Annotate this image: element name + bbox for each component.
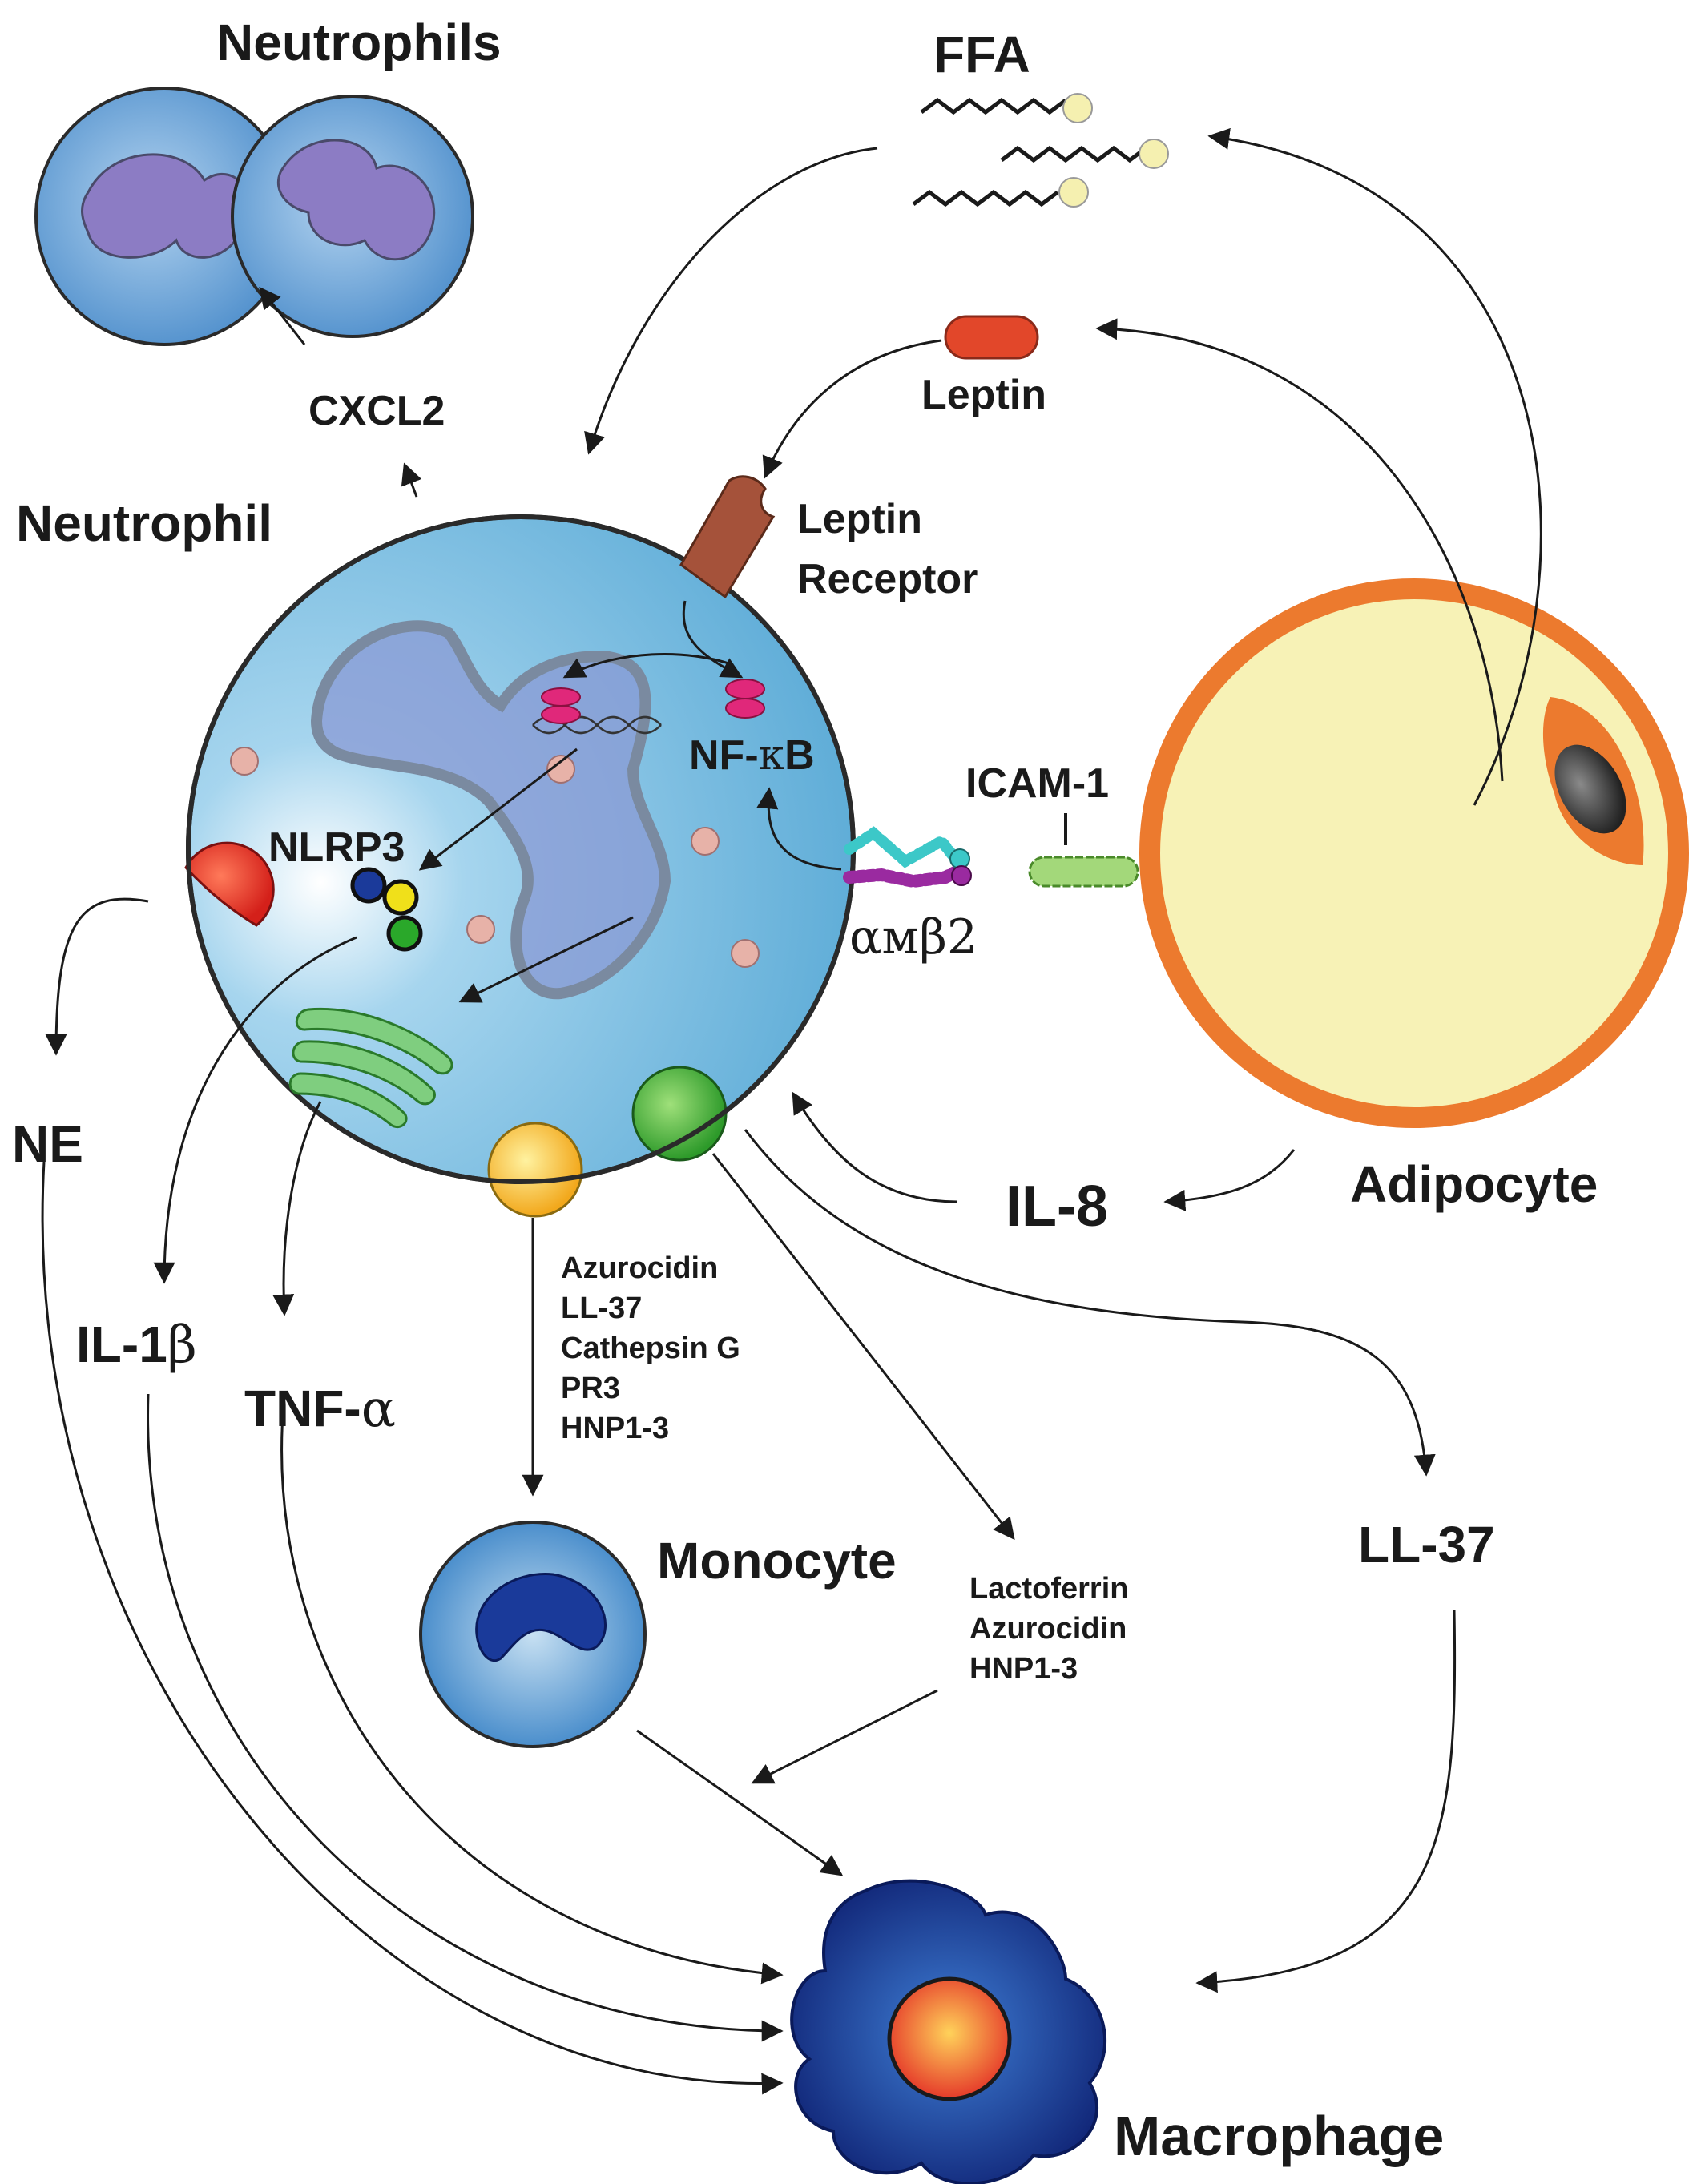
red-granule <box>184 841 275 927</box>
label-leptin-receptor-line2: Receptor <box>797 556 978 602</box>
macrophage-cell <box>790 1879 1107 2184</box>
label-leptin: Leptin <box>921 372 1046 418</box>
green-granule <box>631 1066 728 1162</box>
label-monocyte: Monocyte <box>657 1532 897 1590</box>
label-macrophage: Macrophage <box>1114 2105 1444 2167</box>
granule-list-2-item: HNP1-3 <box>969 1652 1078 1686</box>
label-neutrophil: Neutrophil <box>16 494 272 552</box>
ffa-molecules <box>912 93 1169 208</box>
label-ffa: FFA <box>933 26 1030 83</box>
pathway-arrows <box>41 127 1542 2095</box>
label-tnfa: TNF-α <box>244 1380 396 1439</box>
adipocyte-nucleus-icon <box>1554 744 1626 834</box>
label-neutrophils: Neutrophils <box>216 14 502 71</box>
granule-list-1-item: Cathepsin G <box>561 1332 740 1365</box>
label-icam1: ICAM-1 <box>965 760 1109 807</box>
label-il1b: IL-1β <box>76 1316 197 1375</box>
granule-list-1-item: HNP1-3 <box>561 1412 669 1445</box>
label-leptin-receptor-line1: Leptin <box>797 496 922 542</box>
neutrophil-cell <box>184 514 972 1218</box>
label-il8: IL-8 <box>1006 1175 1108 1239</box>
granule-list-2-item: Azurocidin <box>969 1612 1127 1646</box>
nlrp3-inflammasome-icon <box>350 867 423 952</box>
neutrophils-illustration <box>34 87 474 346</box>
monocyte-cell <box>419 1521 647 1748</box>
icam1-molecule <box>1028 813 1139 888</box>
granule-list-2: Lactoferrin Azurocidin HNP1-3 <box>969 1572 1128 1686</box>
label-nlrp3: NLRP3 <box>268 824 405 871</box>
label-adipocyte: Adipocyte <box>1350 1155 1598 1213</box>
leptin-receptor-icon <box>679 475 776 599</box>
granule-list-1-item: LL-37 <box>561 1291 642 1325</box>
label-cxcl2: CXCL2 <box>308 388 445 434</box>
granule-list-1: Azurocidin LL-37 Cathepsin G PR3 HNP1-3 <box>561 1251 740 1445</box>
integrin-amb2-icon <box>843 826 972 889</box>
nfkb-bound-dna <box>541 687 581 724</box>
neutrophil-granules <box>230 747 760 968</box>
adipocyte-cell <box>1139 578 1689 1128</box>
label-ll37: LL-37 <box>1358 1516 1495 1574</box>
leptin-molecule <box>944 315 1039 360</box>
granule-list-2-item: Lactoferrin <box>969 1572 1128 1606</box>
nfkb-complex <box>725 679 765 719</box>
yellow-granule <box>487 1122 583 1218</box>
granule-list-1-item: Azurocidin <box>561 1251 718 1285</box>
label-amb2: αмβ2 <box>849 909 978 965</box>
label-nfkb: NF-κB <box>689 731 815 780</box>
golgi-apparatus <box>288 1007 453 1129</box>
label-ne: NE <box>12 1115 83 1173</box>
granule-list-1-item: PR3 <box>561 1372 620 1405</box>
